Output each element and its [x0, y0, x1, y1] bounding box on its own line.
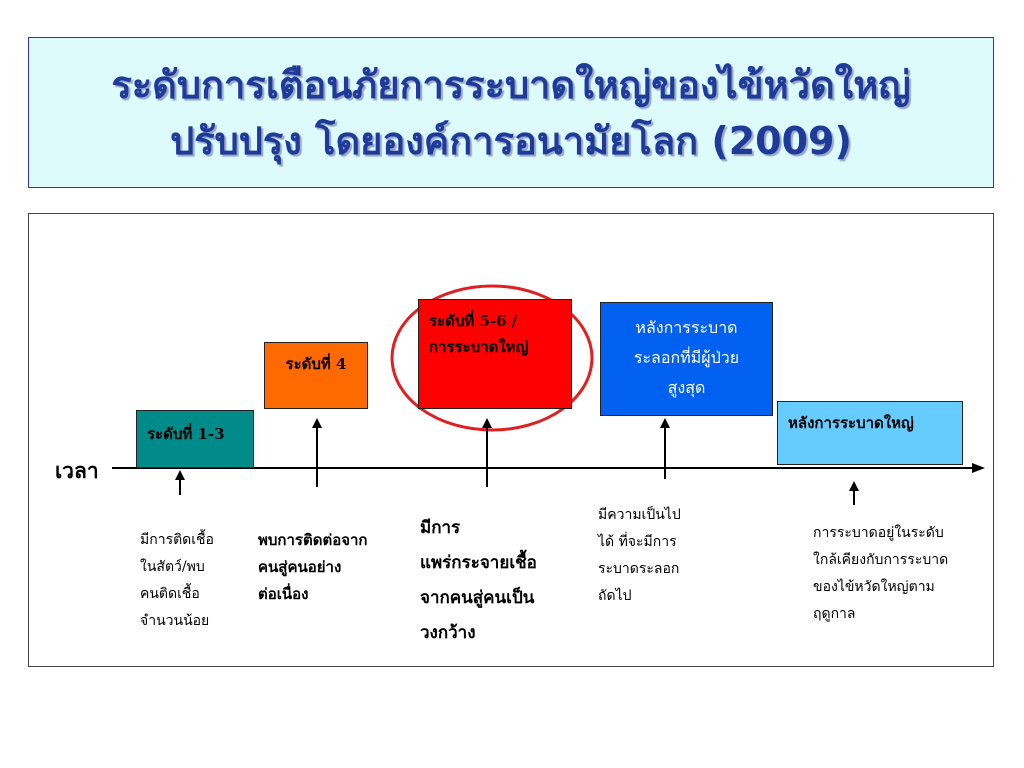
phase-label: ระดับที่ 4	[285, 355, 347, 373]
phase-description-3: มีการ แพร่กระจายเชื้อ จากคนสู่คนเป็น วงก…	[420, 511, 537, 651]
phase-description-2: พบการติดต่อจาก คนสู่คนอย่าง ต่อเนื่อง	[258, 527, 368, 608]
timeline-arrow-head	[972, 463, 985, 473]
arrow-up-icon	[849, 481, 859, 491]
title-line-1: ระดับการเตือนภัยการระบาดใหญ่ของไข้หวัดให…	[111, 62, 911, 107]
description-line: มีความเป็นไป	[598, 507, 681, 523]
phase-box-post-pandemic: หลังการระบาดใหญ่	[777, 401, 963, 465]
description-line: ของไข้หวัดใหญ่ตาม	[813, 579, 935, 595]
description-line: ได้ ที่จะมีการ	[598, 534, 677, 550]
arrow-up-icon	[482, 418, 492, 428]
description-line: แพร่กระจายเชื้อ	[420, 553, 537, 573]
phase-box-level-5-6: ระดับที่ 5-6 / การระบาดใหญ่	[418, 299, 572, 409]
arrow-shaft-2	[316, 427, 318, 487]
arrow-shaft-5	[853, 489, 855, 505]
arrow-shaft-1	[179, 478, 181, 495]
phase-description-4: มีความเป็นไป ได้ ที่จะมีการ ระบาดระลอก ถ…	[598, 502, 681, 610]
phase-box-level-4: ระดับที่ 4	[264, 342, 368, 409]
description-line: ถัดไป	[598, 588, 632, 604]
phase-description-1: มีการติดเชื้อ ในสัตว์/พบ คนติดเชื้อ จำนว…	[140, 527, 214, 635]
description-line: จำนวนน้อย	[140, 613, 210, 629]
phase-label: หลังการระบาดใหญ่	[788, 414, 914, 432]
title-line-2: ปรับปรุง โดยองค์การอนามัยโลก (2009)	[170, 118, 852, 163]
phase-label-line-2: ระลอกที่มีผู้ป่วย	[633, 348, 740, 367]
arrow-up-icon	[660, 418, 670, 428]
phase-box-post-peak: หลังการระบาด ระลอกที่มีผู้ป่วย สูงสุด	[600, 302, 773, 416]
phase-label-line-3: สูงสุด	[667, 378, 706, 397]
description-line: คนสู่คนอย่าง	[258, 558, 342, 576]
timeline-label: เวลา	[55, 458, 99, 483]
description-line: คนติดเชื้อ	[140, 586, 200, 602]
description-line: วงกว้าง	[420, 623, 476, 643]
description-line: ในสัตว์/พบ	[140, 559, 205, 575]
arrow-shaft-4	[664, 427, 666, 479]
description-line: มีการติดเชื้อ	[140, 532, 214, 548]
description-line: ฤดูกาล	[813, 606, 856, 622]
arrow-up-icon	[312, 418, 322, 428]
phase-description-5: การระบาดอยู่ในระดับ ใกล้เคียงกับการระบาด…	[813, 520, 948, 628]
description-line: ใกล้เคียงกับการระบาด	[813, 552, 949, 568]
arrow-shaft-3	[486, 427, 488, 487]
description-line: จากคนสู่คนเป็น	[420, 588, 535, 608]
description-line: พบการติดต่อจาก	[258, 531, 368, 549]
phase-label-line-2: การระบาดใหญ่	[429, 338, 529, 356]
description-line: ระบาดระลอก	[598, 561, 680, 577]
phase-label-line-1: หลังการระบาด	[635, 318, 738, 337]
phase-box-level-1-3: ระดับที่ 1-3	[136, 410, 254, 468]
description-line: มีการ	[420, 518, 461, 538]
arrow-up-icon	[175, 470, 185, 480]
description-line: ต่อเนื่อง	[258, 585, 309, 603]
description-line: การระบาดอยู่ในระดับ	[813, 525, 944, 541]
phase-label-line-1: ระดับที่ 5-6 /	[429, 312, 518, 330]
phase-label: ระดับที่ 1-3	[147, 425, 225, 443]
highlight-circle	[390, 284, 594, 432]
title-banner: ระดับการเตือนภัยการระบาดใหญ่ของไข้หวัดให…	[28, 37, 994, 188]
